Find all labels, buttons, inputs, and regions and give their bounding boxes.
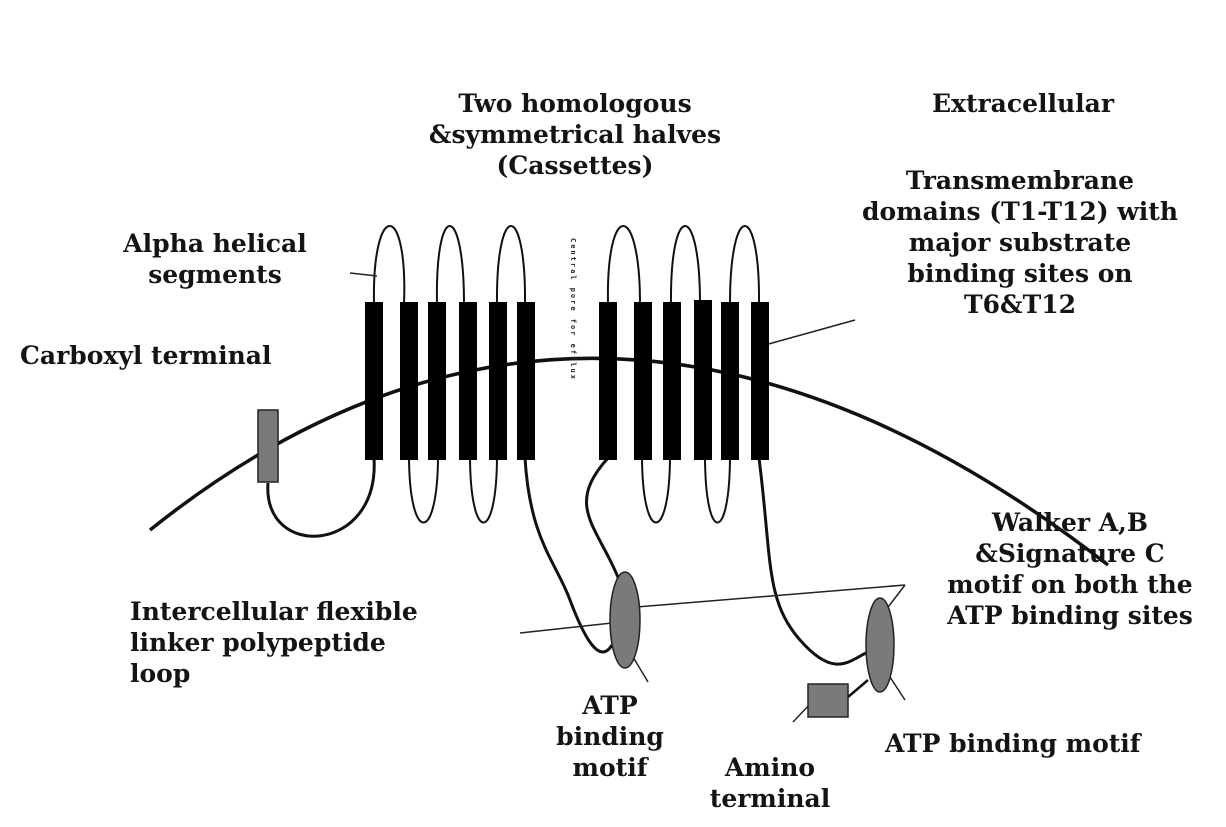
tmd1-helices: [365, 302, 535, 460]
central-pore-label: Central pore for efflux: [563, 238, 577, 381]
extracellular-label: Extracellular: [932, 88, 1114, 119]
tmd2-helices: [599, 300, 769, 460]
two-homologous-label: Two homologous &symmetrical halves (Cass…: [400, 88, 750, 181]
linker-loop-path: [525, 458, 612, 652]
linker-loop-label: Intercellular flexible linker polypeptid…: [130, 596, 418, 689]
carboxyl-tail: [268, 458, 374, 536]
atp-binding-site-right: [866, 598, 894, 692]
carboxyl-terminal-box: [258, 410, 278, 482]
atp-binding-site-left: [610, 572, 640, 668]
amino-tail-path: [759, 458, 868, 664]
atp-binding-motif-left-label: ATP binding motif: [545, 690, 675, 783]
carboxyl-terminal-label: Carboxyl terminal: [20, 340, 272, 371]
transmembrane-label: Transmembrane domains (T1-T12) with majo…: [830, 165, 1210, 320]
amino-terminal-box: [808, 684, 848, 717]
walker-motif-label: Walker A,B &Signature C motif on both th…: [925, 507, 1215, 631]
amino-terminal-label: Amino terminal: [690, 752, 850, 814]
intracellular-loops: [409, 455, 730, 523]
atp-binding-motif-right-label: ATP binding motif: [885, 728, 1141, 759]
alpha-helical-label: Alpha helical segments: [95, 228, 335, 290]
